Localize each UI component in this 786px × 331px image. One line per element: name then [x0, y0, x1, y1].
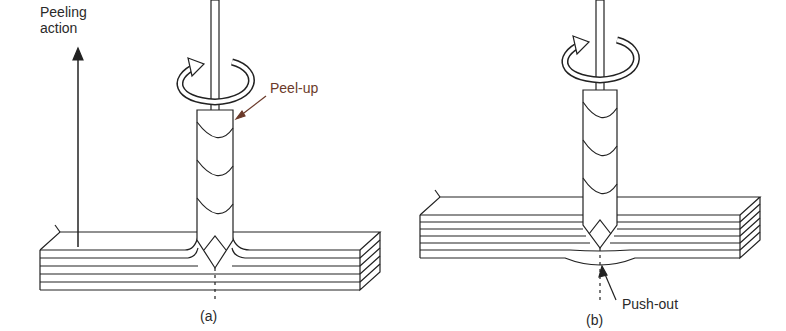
peeling-arrow [73, 48, 83, 247]
rotation-arrow-a [180, 58, 252, 102]
annotation-label: Push-out [622, 296, 712, 312]
drill-b [583, 0, 617, 300]
peel-up-leader [236, 96, 266, 119]
panel-label: (a) [200, 308, 240, 324]
drill-a [197, 0, 233, 300]
panel-label: (b) [586, 312, 626, 328]
annotation-label: Peel-up [270, 80, 350, 96]
push-out-leader [599, 266, 616, 300]
rotation-arrow-b [565, 36, 637, 80]
annotation-label: Peeling action [40, 4, 106, 36]
